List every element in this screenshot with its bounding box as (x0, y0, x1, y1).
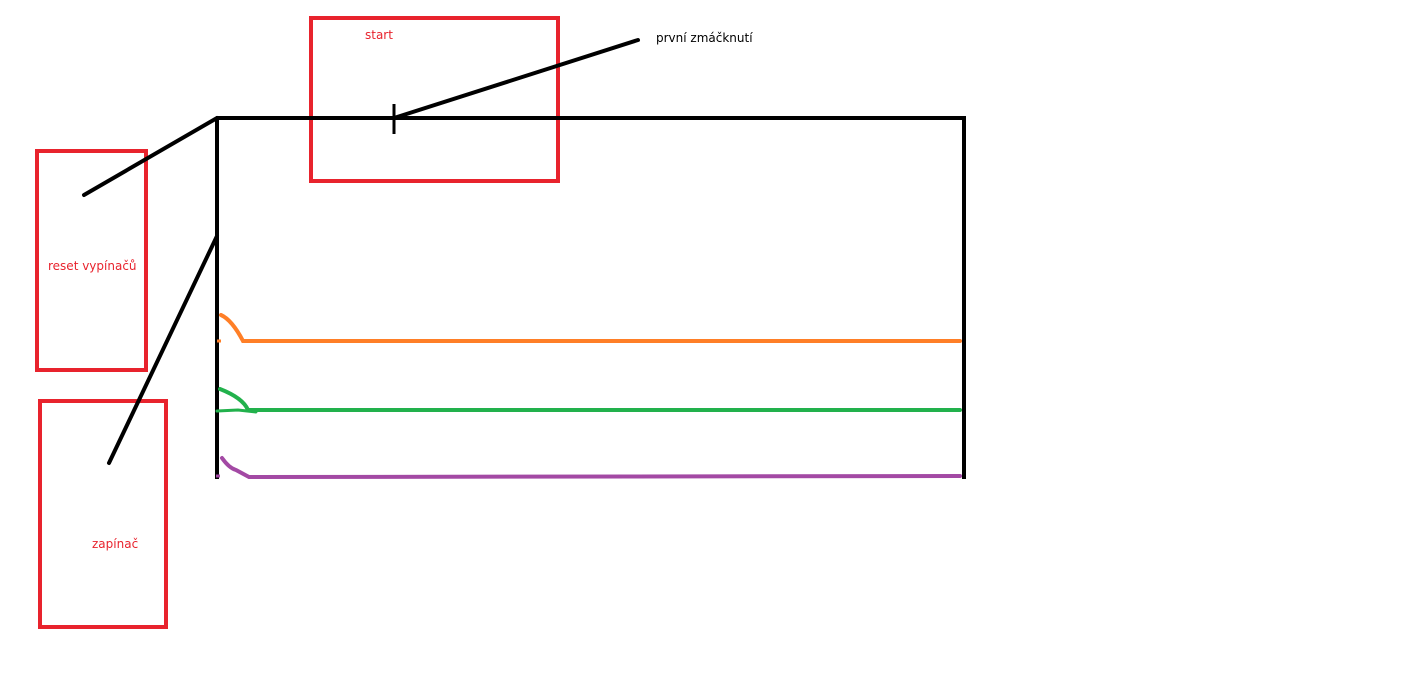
green-wire-stub (215, 408, 258, 414)
first-press-pointer (392, 38, 640, 120)
green-wire (218, 387, 962, 412)
reset-switches-label: reset vypínačů (48, 259, 137, 273)
switch-box (38, 399, 168, 629)
purple-wire (220, 456, 962, 480)
first-press-label: první zmáčknutí (656, 31, 753, 45)
start-label: start (365, 28, 393, 42)
switch-connector (107, 234, 219, 465)
reset-box (35, 149, 148, 372)
orange-wire (219, 313, 962, 343)
reset-connector (82, 116, 219, 197)
start-box (309, 16, 560, 183)
switch-label: zapínač (92, 537, 139, 551)
